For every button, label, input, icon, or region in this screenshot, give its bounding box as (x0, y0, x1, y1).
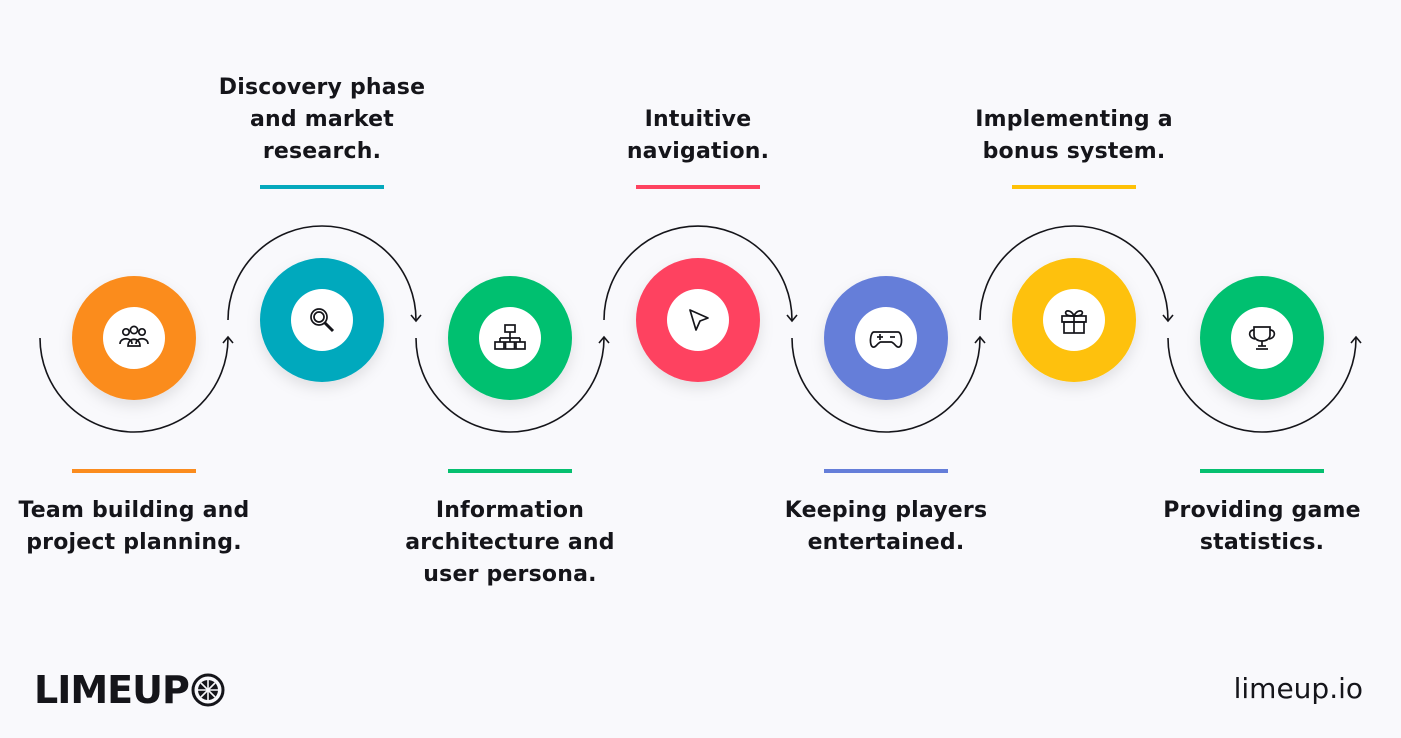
connector-arc (415, 335, 610, 433)
step-node (1012, 258, 1136, 382)
step-node (72, 276, 196, 400)
step-label: Discovery phase and market research. (218, 75, 426, 164)
connector-arc (979, 225, 1174, 323)
website-url[interactable]: limeup.io (1233, 672, 1363, 705)
step-label: Providing game statistics. (1163, 498, 1361, 555)
connector-arc (1167, 335, 1362, 433)
cursor-icon (689, 309, 709, 331)
accent-bar (1200, 469, 1324, 473)
search-icon (310, 308, 335, 333)
connector-arc (603, 225, 798, 323)
icon-badge (1231, 307, 1293, 369)
step-label: Team building and project planning. (18, 498, 250, 555)
connector-arc (39, 335, 234, 433)
step-label: Intuitive navigation. (626, 107, 770, 164)
step-label: Implementing a bonus system. (975, 107, 1173, 164)
lime-slice-icon (191, 673, 225, 707)
accent-bar (1012, 185, 1136, 189)
trophy-icon (1248, 326, 1276, 350)
step-label: Keeping players entertained. (784, 498, 988, 555)
accent-bar (72, 469, 196, 473)
gift-icon (1061, 310, 1087, 334)
step-node (636, 258, 760, 382)
connector-arc (227, 225, 422, 323)
icon-badge (855, 307, 917, 369)
team-icon (119, 325, 149, 347)
step-circles (72, 258, 1324, 400)
sitemap-icon (494, 324, 526, 350)
step-node (1200, 276, 1324, 400)
logo-text: LIMEUP (34, 668, 190, 712)
step-node (260, 258, 384, 382)
icon-badge (103, 307, 165, 369)
gamepad-icon (869, 331, 903, 348)
accent-bar (448, 469, 572, 473)
connector-arc (791, 335, 986, 433)
accent-bar (636, 185, 760, 189)
accent-bar (260, 185, 384, 189)
limeup-logo: LIMEUP (34, 668, 225, 712)
connector-arcs (39, 225, 1362, 433)
step-node (448, 276, 572, 400)
accent-bar (824, 469, 948, 473)
icon-badge (667, 289, 729, 351)
step-node (824, 276, 948, 400)
step-label: Information architecture and user person… (405, 498, 615, 587)
